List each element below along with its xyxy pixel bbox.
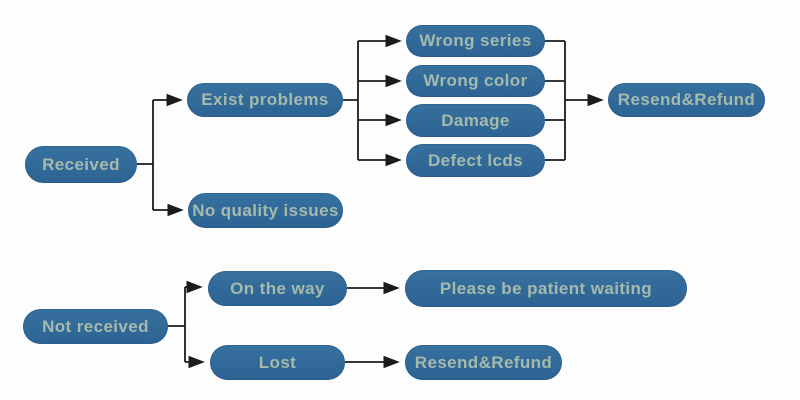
edges [137,34,604,369]
node-wrong-color: Wrong color [406,65,545,97]
node-resend-refund-bottom: Resend&Refund [405,345,562,380]
node-not-received: Not received [23,309,168,344]
node-defect-lcds: Defect lcds [406,144,545,177]
node-on-the-way: On the way [208,271,347,306]
node-received: Received [25,146,137,183]
node-damage: Damage [406,104,545,137]
node-lost: Lost [210,345,345,380]
node-please-be-patient-waiting: Please be patient waiting [405,270,687,307]
node-exist-problems: Exist problems [187,83,343,117]
node-resend-refund-top: Resend&Refund [608,83,765,117]
node-no-quality-issues: No quality issues [188,193,343,228]
node-wrong-series: Wrong series [406,25,545,57]
